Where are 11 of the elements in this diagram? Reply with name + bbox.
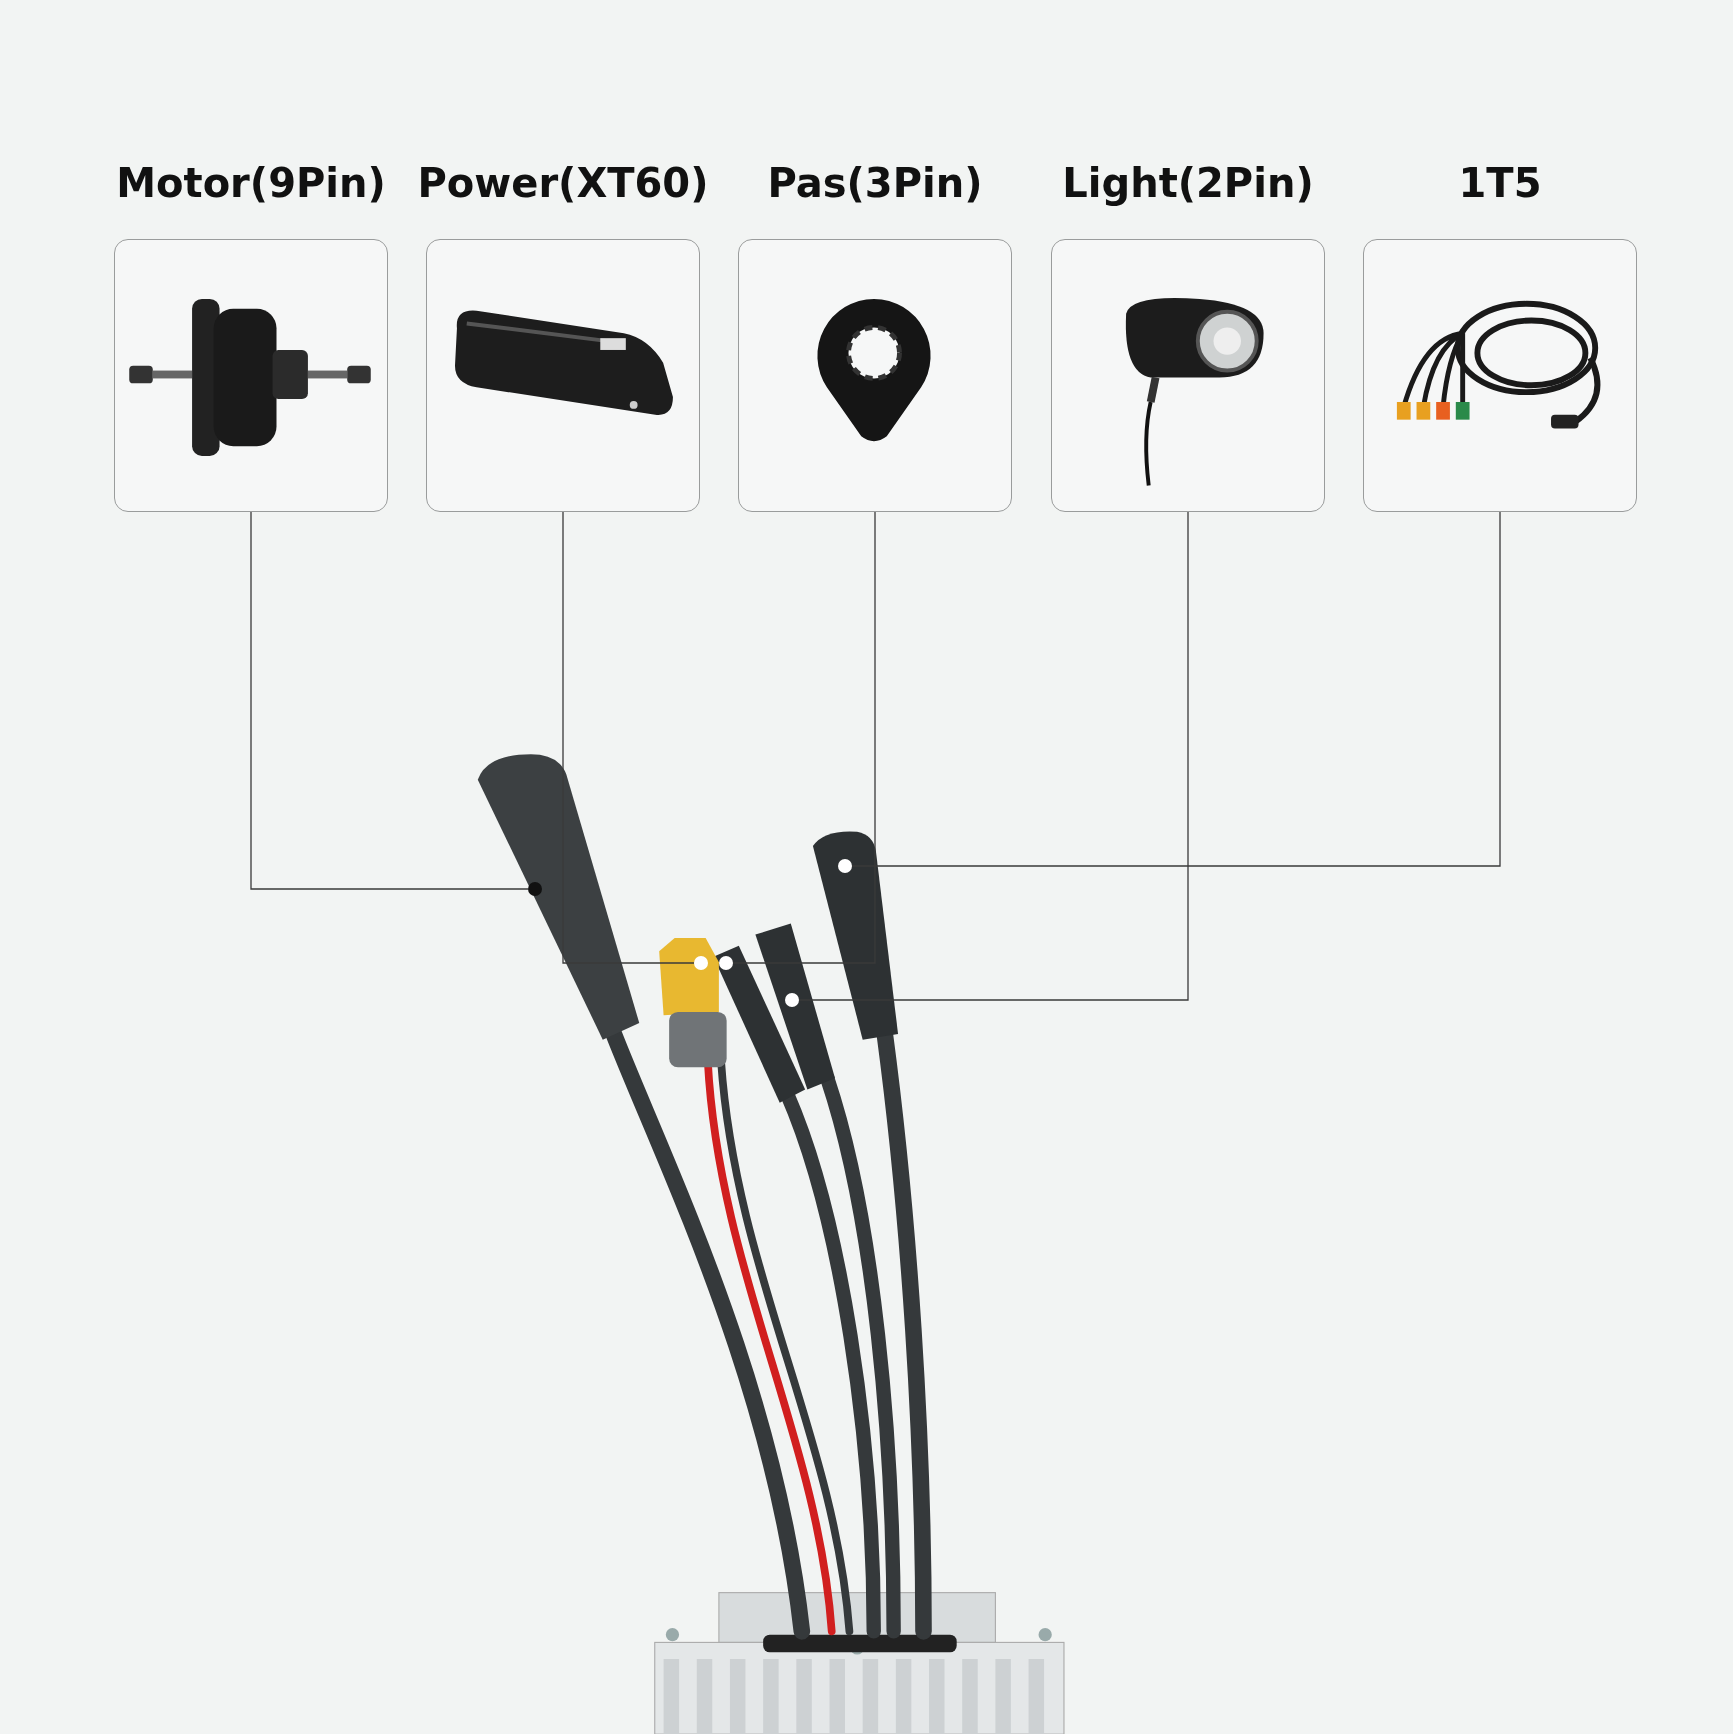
leader-line: [798, 511, 1189, 1001]
connector-title: 1T5: [1457, 160, 1543, 206]
leader-line: [562, 511, 695, 964]
leader-line: [732, 511, 876, 964]
connection-dot: [528, 882, 542, 896]
connector-title: Pas(3Pin): [766, 160, 984, 206]
leader-line: [851, 511, 1501, 867]
connector-title: Light(2Pin): [1061, 160, 1315, 206]
connector-title: Power(XT60): [416, 160, 710, 206]
connector-title: Motor(9Pin): [115, 160, 387, 206]
leader-line: [250, 511, 529, 890]
